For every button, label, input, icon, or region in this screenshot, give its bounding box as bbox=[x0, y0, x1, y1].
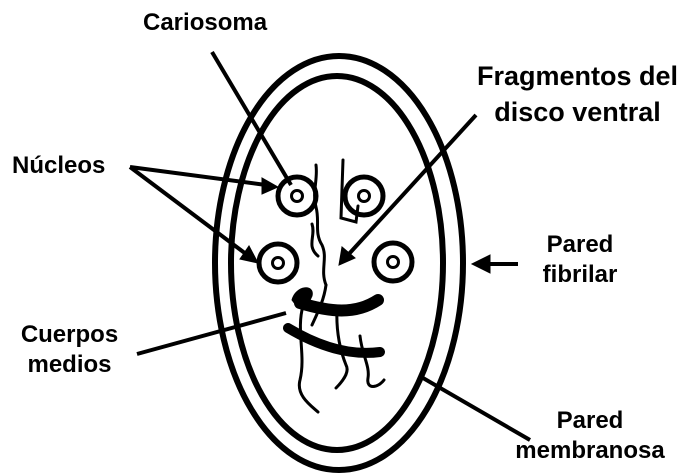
label-nucleos: Núcleos bbox=[12, 151, 105, 181]
label-fragmentos-line1: Fragmentos del bbox=[470, 58, 685, 94]
label-pared-fibrilar: Pared fibrilar bbox=[525, 230, 635, 290]
nucleus-lower-right bbox=[374, 243, 412, 281]
cuerpos-pointer bbox=[137, 313, 286, 354]
nucleus-lower-left bbox=[259, 244, 297, 282]
label-pared-membranosa-line2: membranosa bbox=[500, 436, 680, 466]
cariosoma-pointer bbox=[212, 52, 291, 185]
nucleus-upper-right bbox=[345, 177, 383, 215]
label-cariosoma: Cariosoma bbox=[143, 8, 267, 38]
label-fragmentos-line2: disco ventral bbox=[470, 94, 685, 130]
axonemes bbox=[299, 160, 384, 412]
label-pared-membranosa-line1: Pared bbox=[500, 406, 680, 436]
label-pared-fibrilar-line2: fibrilar bbox=[525, 260, 635, 290]
label-fragmentos: Fragmentos del disco ventral bbox=[470, 58, 685, 130]
label-cuerpos-medios: Cuerpos medios bbox=[2, 320, 137, 380]
label-cuerpos-line2: medios bbox=[2, 350, 137, 380]
label-pared-membranosa: Pared membranosa bbox=[500, 406, 680, 466]
label-cuerpos-line1: Cuerpos bbox=[2, 320, 137, 350]
label-pared-fibrilar-line1: Pared bbox=[525, 230, 635, 260]
nucleus-upper-left bbox=[278, 177, 316, 215]
